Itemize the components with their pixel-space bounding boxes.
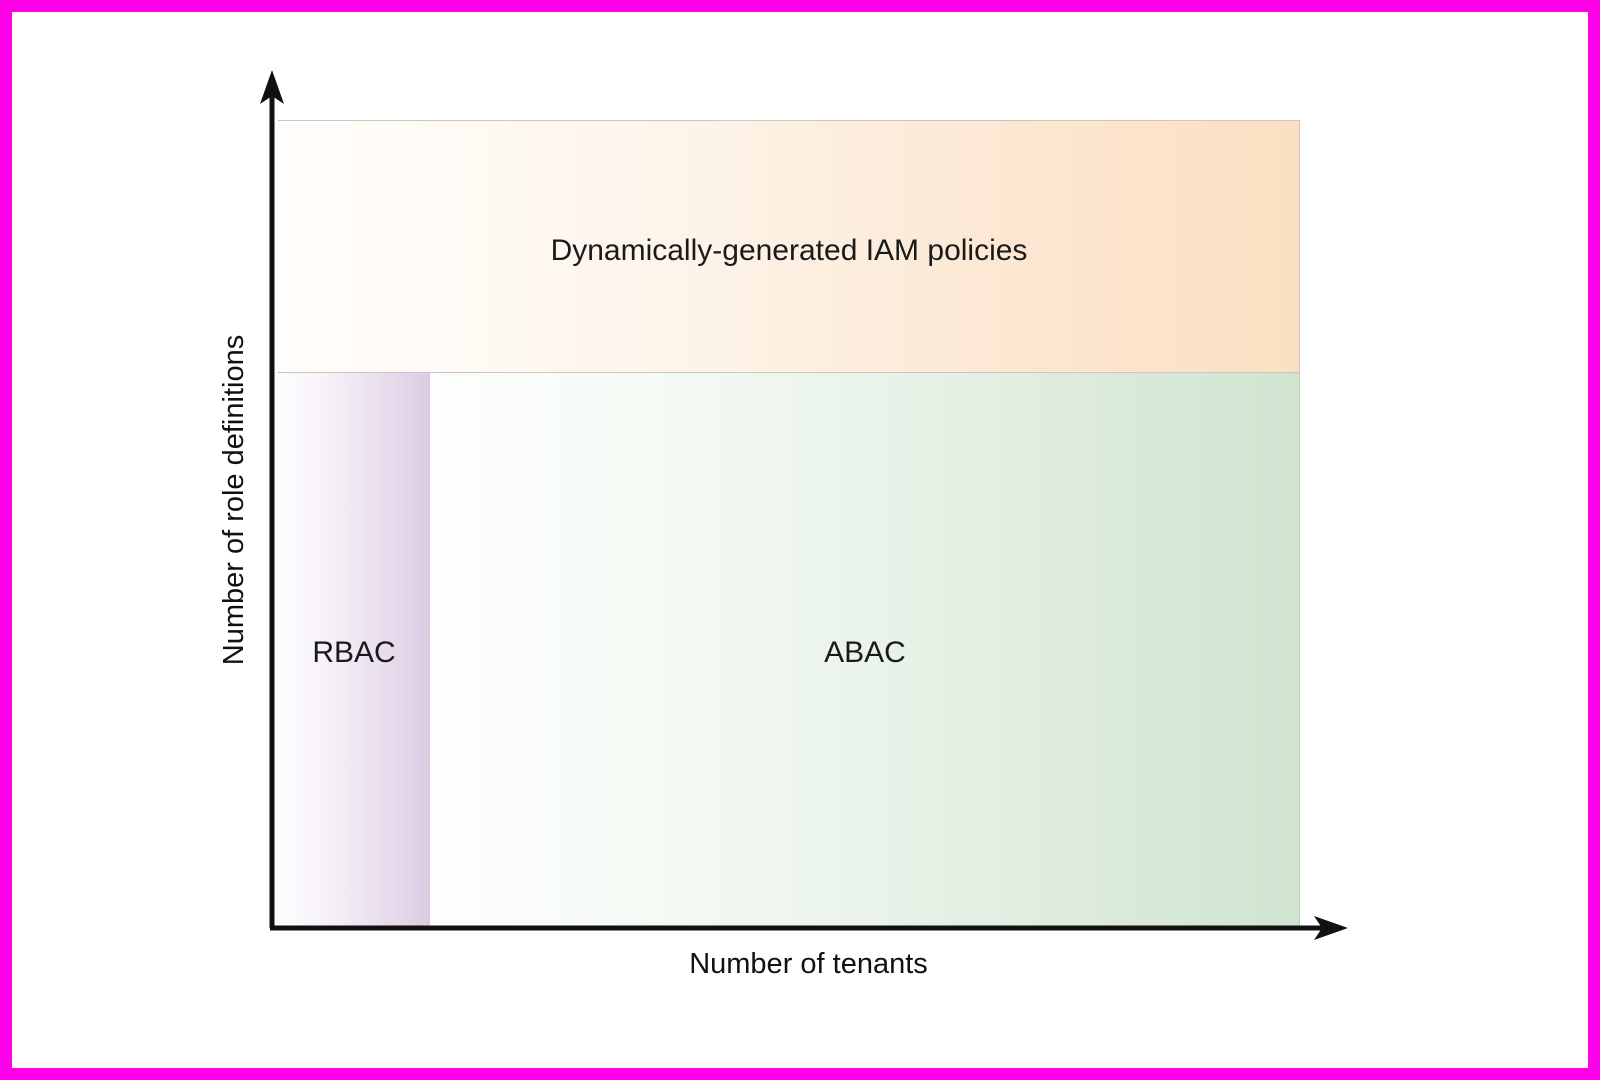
- region-label-abac: ABAC: [824, 636, 906, 669]
- arrow-up-icon: [260, 70, 284, 104]
- region-dynamically-generated-iam-policies: [278, 120, 1300, 372]
- region-rbac: [278, 372, 430, 928]
- arrow-right-icon: [1314, 916, 1348, 940]
- region-abac: [430, 372, 1300, 928]
- region-label-rbac: RBAC: [312, 636, 396, 669]
- region-label-dynamically-generated-iam-policies: Dynamically-generated IAM policies: [550, 234, 1028, 267]
- x-axis-title: Number of tenants: [689, 948, 928, 980]
- y-axis-title: Number of role definitions: [218, 334, 250, 666]
